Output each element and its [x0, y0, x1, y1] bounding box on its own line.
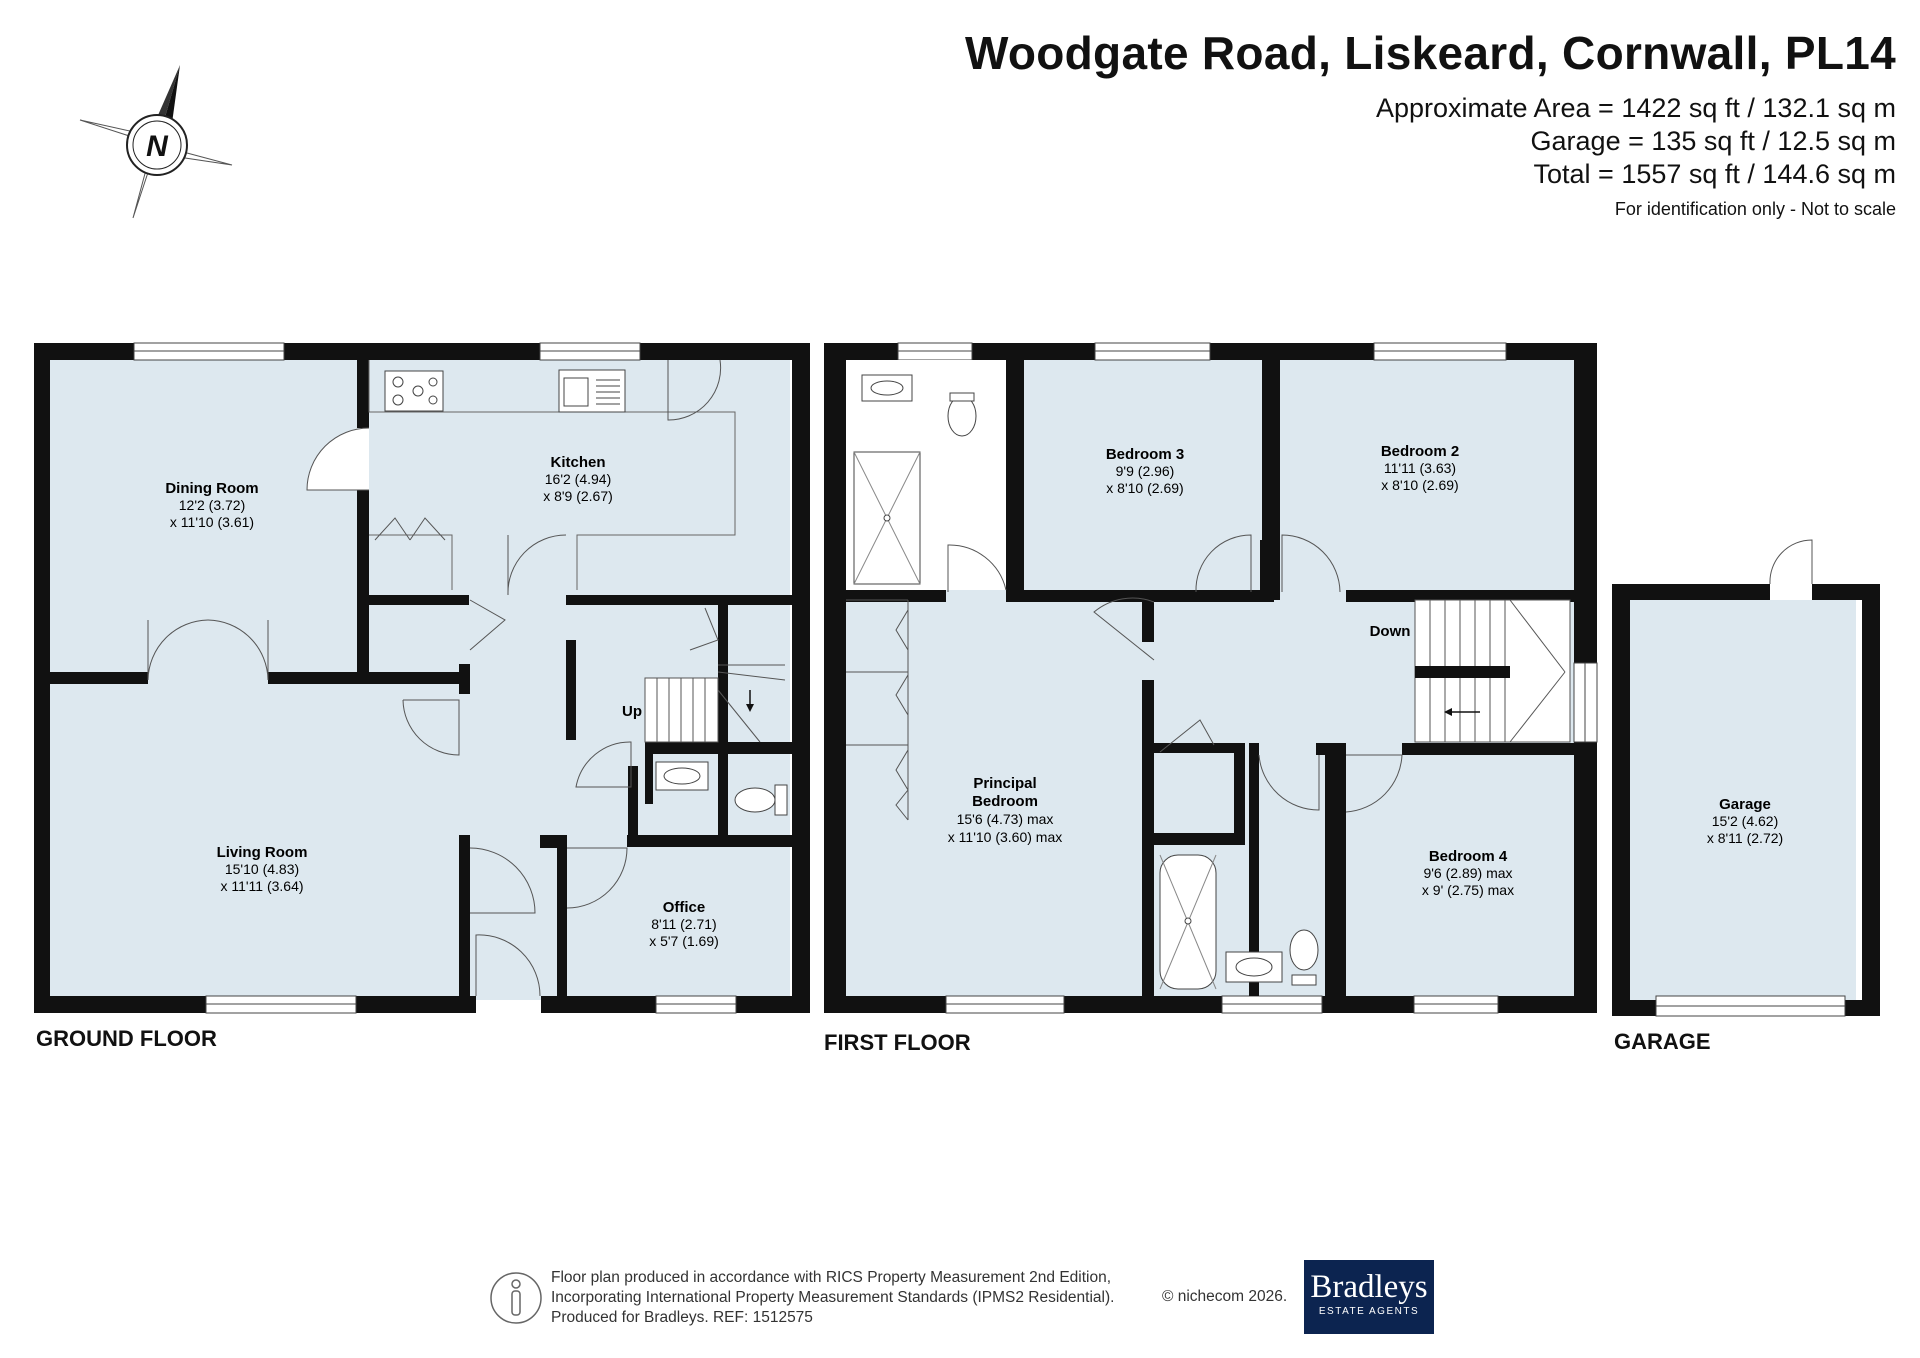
principal-bedroom-dim2: x 11'10 (3.60) max: [948, 829, 1062, 845]
living-room-name: Living Room: [217, 844, 308, 861]
bedroom-3-dim2: x 8'10 (2.69): [1106, 480, 1183, 496]
bedroom-2-dim1: 11'11 (3.63): [1384, 460, 1456, 476]
bedroom-2-dim2: x 8'10 (2.69): [1381, 477, 1458, 493]
footer-statement: Floor plan produced in accordance with R…: [551, 1268, 1114, 1328]
garage-dim2: x 8'11 (2.72): [1707, 830, 1783, 846]
logo-subtitle: ESTATE AGENTS: [1318, 1306, 1420, 1317]
bedroom-2: Bedroom 2 11'11 (3.63) x 8'10 (2.69): [1381, 443, 1459, 493]
bedroom-3: Bedroom 3 9'9 (2.96) x 8'10 (2.69): [1106, 446, 1184, 496]
garage-room: Garage 15'2 (4.62) x 8'11 (2.72): [1707, 796, 1783, 846]
dining-room-dim1: 12'2 (3.72): [179, 497, 246, 513]
living-room-dim1: 15'10 (4.83): [225, 861, 299, 877]
kitchen-dim1: 16'2 (4.94): [545, 471, 612, 487]
stairs-up-label: Up: [622, 703, 642, 720]
garage-name: Garage: [1719, 796, 1771, 813]
property-title: Woodgate Road, Liskeard, Cornwall, PL14: [964, 27, 1896, 79]
disclaimer-note: For identification only - Not to scale: [1614, 199, 1896, 219]
bedroom-4: Bedroom 4 9'6 (2.89) max x 9' (2.75) max: [1422, 848, 1514, 898]
first-floor-label: FIRST FLOOR: [824, 1030, 971, 1055]
first-floor-plan: [824, 342, 1598, 1014]
dining-room-dim2: x 11'10 (3.61): [170, 514, 254, 530]
bedroom-3-name: Bedroom 3: [1106, 446, 1184, 463]
bedroom-2-name: Bedroom 2: [1381, 443, 1459, 460]
ground-floor-plan: [34, 342, 810, 1014]
office-dim2: x 5'7 (1.69): [649, 933, 719, 949]
office-name: Office: [663, 899, 706, 916]
copyright: © nichecom 2026.: [1162, 1288, 1288, 1305]
ground-floor-label: GROUND FLOOR: [36, 1026, 217, 1051]
principal-bedroom: Principal Bedroom 15'6 (4.73) max x 11'1…: [948, 775, 1062, 845]
dining-room: Dining Room 12'2 (3.72) x 11'10 (3.61): [165, 480, 258, 530]
compass-letter: N: [146, 130, 169, 163]
garage-area: Garage = 135 sq ft / 12.5 sq m: [1530, 126, 1896, 156]
kitchen-dim2: x 8'9 (2.67): [543, 488, 613, 504]
garage-plan: [1612, 539, 1880, 1017]
rics-person-icon: [490, 1272, 542, 1324]
footer-line-1: Floor plan produced in accordance with R…: [551, 1269, 1112, 1286]
garage-floor-label: GARAGE: [1614, 1029, 1711, 1054]
principal-bedroom-dim1: 15'6 (4.73) max: [957, 811, 1054, 827]
stairs-down-label: Down: [1370, 623, 1411, 640]
bradleys-logo: Bradleys ESTATE AGENTS: [1304, 1260, 1434, 1334]
bedroom-4-dim2: x 9' (2.75) max: [1422, 882, 1514, 898]
logo-name: Bradleys: [1310, 1269, 1428, 1305]
principal-bedroom-name1: Principal: [973, 775, 1036, 792]
compass-icon: N: [79, 65, 233, 219]
principal-bedroom-name2: Bedroom: [972, 793, 1038, 810]
kitchen-name: Kitchen: [550, 454, 605, 471]
kitchen: Kitchen 16'2 (4.94) x 8'9 (2.67): [543, 454, 613, 504]
bedroom-4-name: Bedroom 4: [1429, 848, 1508, 865]
total-area: Total = 1557 sq ft / 144.6 sq m: [1533, 159, 1896, 189]
footer-line-3: Produced for Bradleys. REF: 1512575: [551, 1309, 813, 1326]
approximate-area: Approximate Area = 1422 sq ft / 132.1 sq…: [1375, 93, 1896, 123]
garage-dim1: 15'2 (4.62): [1712, 813, 1779, 829]
footer-line-2: Incorporating International Property Mea…: [551, 1289, 1115, 1306]
bedroom-4-dim1: 9'6 (2.89) max: [1423, 865, 1512, 881]
bedroom-3-dim1: 9'9 (2.96): [1116, 463, 1175, 479]
living-room: Living Room 15'10 (4.83) x 11'11 (3.64): [217, 844, 308, 894]
dining-room-name: Dining Room: [165, 480, 258, 497]
office-dim1: 8'11 (2.71): [651, 916, 716, 932]
living-room-dim2: x 11'11 (3.64): [220, 878, 303, 894]
office: Office 8'11 (2.71) x 5'7 (1.69): [649, 899, 719, 949]
